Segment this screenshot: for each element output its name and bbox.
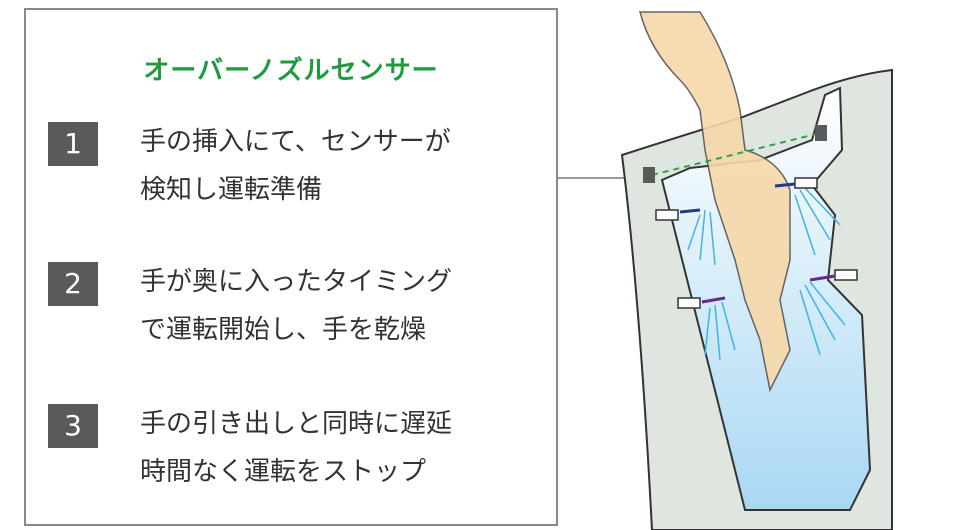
hand-icon [639,11,791,393]
step-line: 時間なく運転をストップ [140,457,427,487]
description-panel: オーバーノズルセンサー 1 手の挿入にて、センサーが検知し運転準備 2 手が奥に… [24,8,558,526]
panel-title: オーバーノズルセンサー [143,56,439,86]
sensor-left [643,167,655,183]
step-text: 手が奥に入ったタイミングで運転開始し、手を乾燥 [140,258,570,354]
arrow-icons [679,182,836,304]
step-line: 検知し運転準備 [140,175,323,205]
step-text: 手の挿入にて、センサーが検知し運転準備 [140,118,570,214]
sensor-right [815,125,827,141]
step-number-badge: 2 [48,262,98,306]
sensor-beam [651,132,821,176]
step-text: 手の引き出しと同時に遅延時間なく運転をストップ [140,400,570,496]
step-line: 手の挿入にて、センサーが [140,127,451,157]
step-number-badge: 3 [48,404,98,448]
step-number-badge: 1 [48,122,98,166]
air-jets-icon [687,187,846,361]
step-line: 手の引き出しと同時に遅延 [140,409,453,439]
step-line: 手が奥に入ったタイミング [140,267,453,297]
nozzles [655,177,858,309]
step-line: で運転開始し、手を乾燥 [140,315,427,345]
